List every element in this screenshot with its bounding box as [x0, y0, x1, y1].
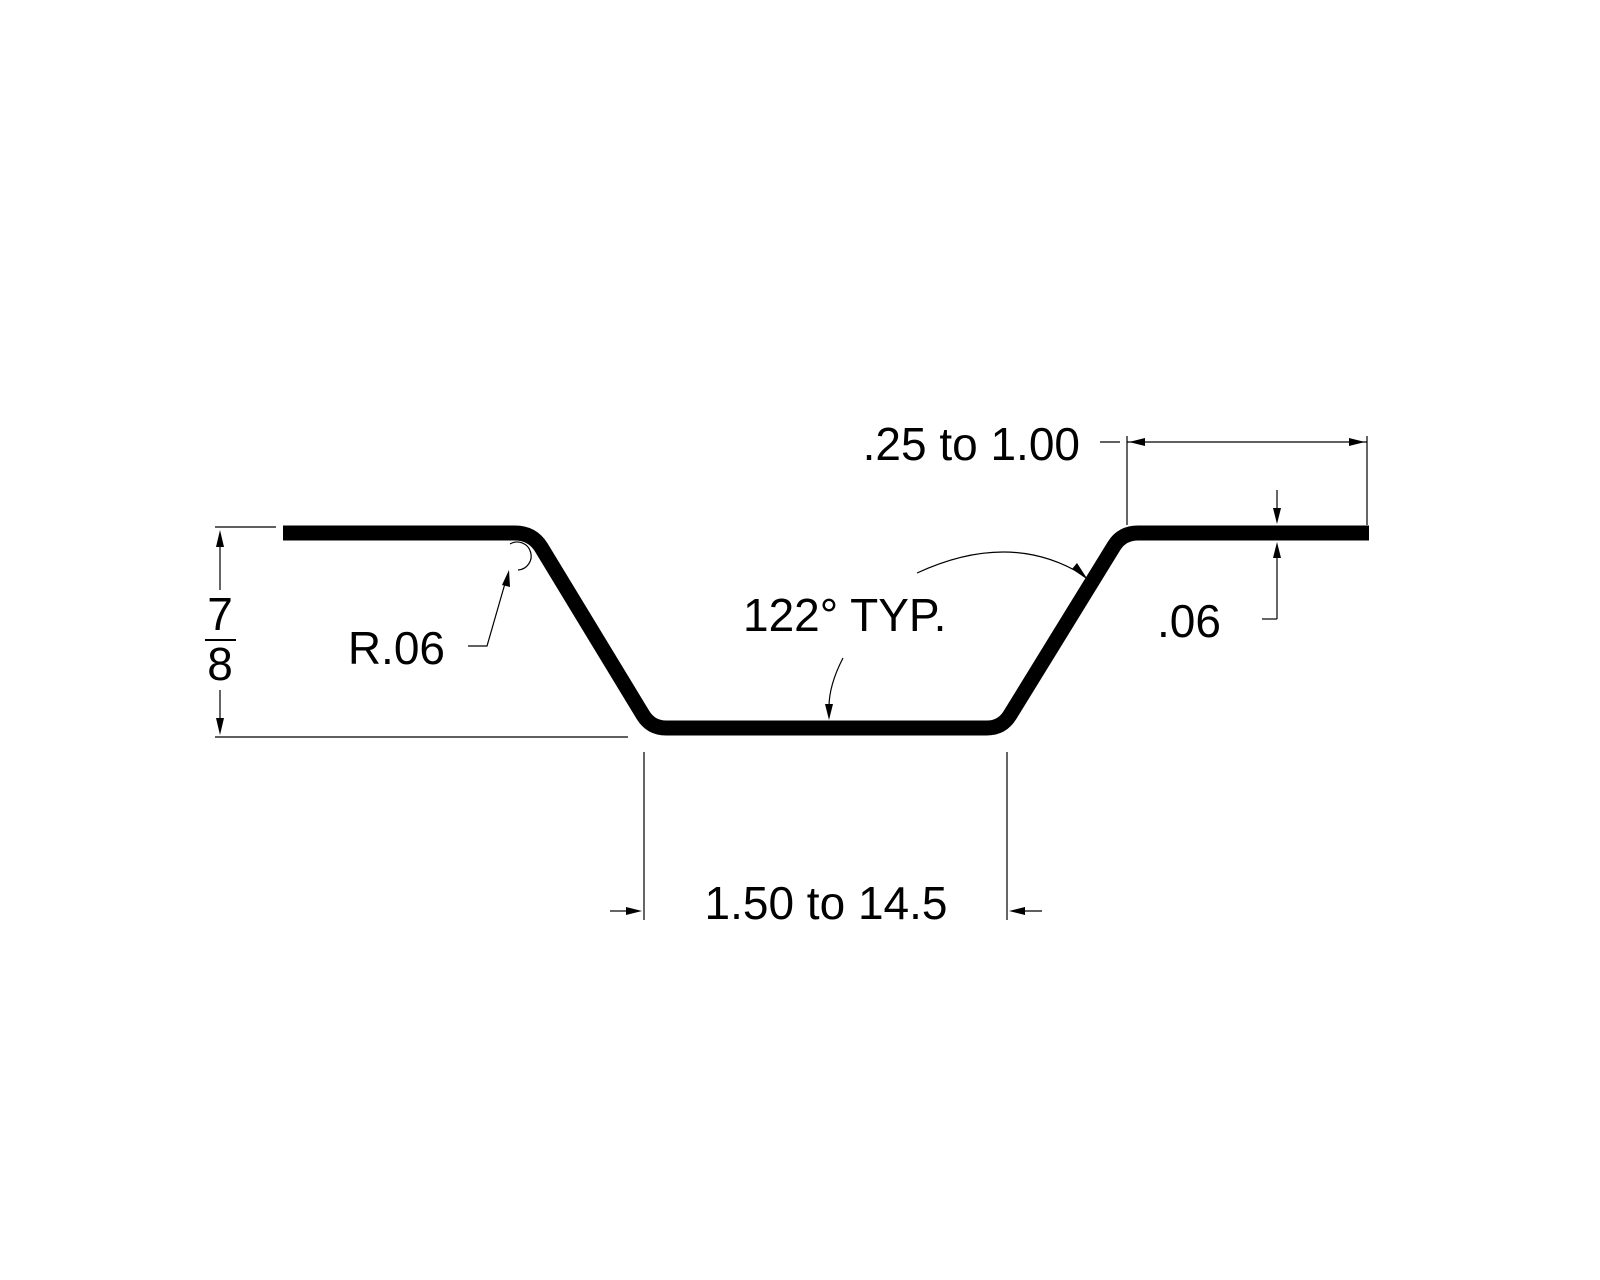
- thickness-label: .06: [1157, 595, 1221, 647]
- bottom-width-dimension: 1.50 to 14.5: [610, 752, 1042, 929]
- angle-callout: 122° TYP.: [743, 551, 1088, 720]
- flange-width-dimension: .25 to 1.00: [863, 418, 1368, 525]
- radius-label: R.06: [348, 622, 445, 674]
- height-numerator: 7: [207, 588, 233, 640]
- flange-width-label: .25 to 1.00: [863, 418, 1080, 470]
- height-denominator: 8: [207, 638, 233, 690]
- channel-profile: [283, 525, 1369, 736]
- bottom-width-label: 1.50 to 14.5: [705, 877, 948, 929]
- angle-label: 122° TYP.: [743, 589, 946, 641]
- thickness-dimension: .06: [1157, 490, 1281, 647]
- radius-callout: R.06: [348, 541, 532, 674]
- height-dimension: 7 8: [205, 526, 628, 738]
